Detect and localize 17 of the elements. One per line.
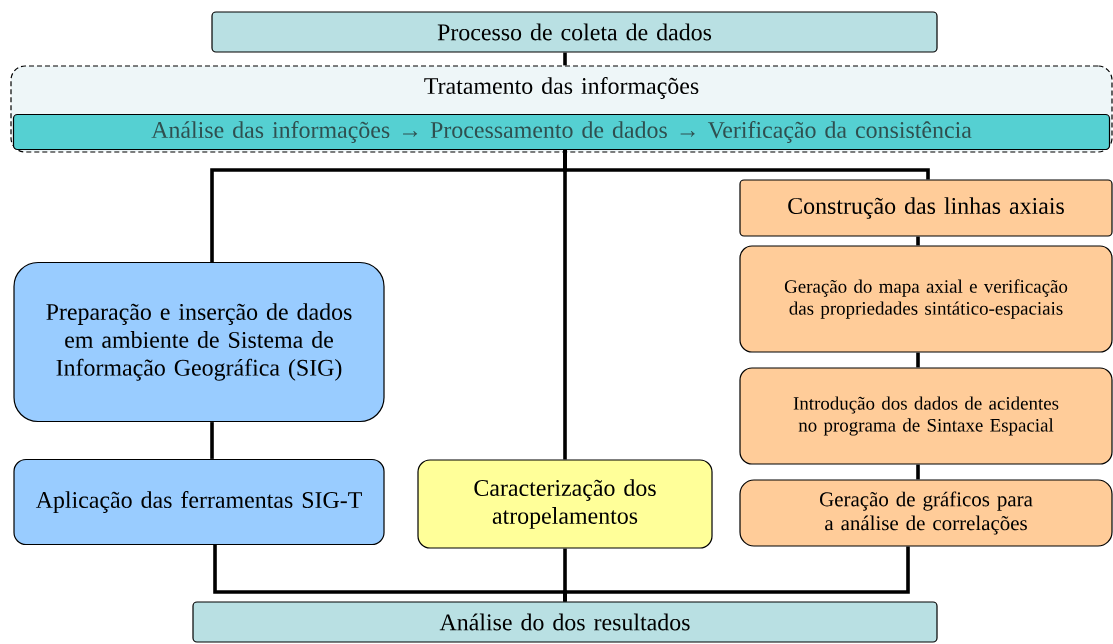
process-box: Geração de gráficos para a análise de correlações [739,479,1113,547]
connector-line [563,546,910,602]
connector-line [916,236,920,246]
connector-line [563,52,567,66]
connector-line [916,464,920,480]
process-box: Caracterização dos atropelamentos [417,459,713,549]
process-box: Geração do mapa axial e verificação das propriedades sintático-espaciais [739,245,1113,353]
connector-line [210,422,214,459]
connector-line [563,150,930,180]
process-box: Processo de coleta de dados [211,11,938,53]
process-bar: Análise das informações → Processamento de dados → Verificação da consistência [12,113,1111,151]
process-box: Construção das linhas axiais [739,179,1113,237]
process-box: Análise do dos resultados [192,601,938,643]
process-box: Preparação e inserção de dados em ambiente de Sistema de Informação Geográfica (SIG) [13,261,385,423]
connector-line [916,352,920,368]
process-box: Introdução dos dados de acidentes no programa de Sintaxe Espacial [739,367,1113,465]
process-box: Aplicação das ferramentas SIG-T [13,458,385,546]
